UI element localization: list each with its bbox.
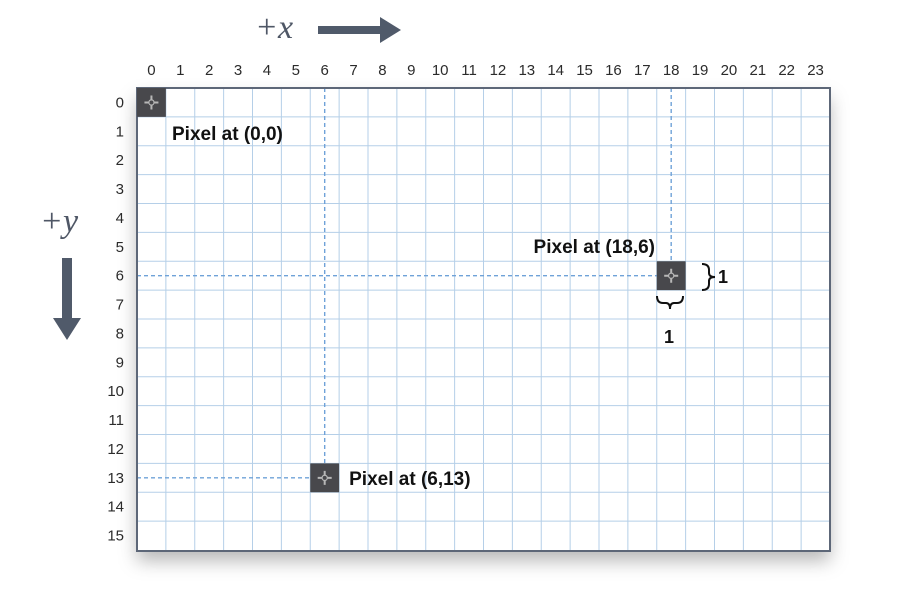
y-axis-title-group: +y: [40, 203, 81, 340]
pixel-marker: Pixel at (6,13): [310, 463, 471, 493]
width-brace-icon: [656, 295, 684, 310]
y-tick-label: 12: [107, 441, 124, 458]
x-tick-label: 10: [432, 62, 449, 79]
crosshair-center: [667, 272, 675, 279]
x-tick-label: 22: [778, 62, 795, 79]
x-tick-label: 18: [663, 62, 680, 79]
x-tick-label: 5: [292, 62, 300, 79]
pixel-label: Pixel at (6,13): [349, 469, 470, 490]
grid-border: [136, 87, 831, 552]
x-tick-label: 17: [634, 62, 651, 79]
x-axis-title: +x: [255, 9, 293, 46]
x-direction-arrow-icon: [318, 17, 401, 43]
x-tick-label: 9: [407, 62, 415, 79]
x-tick-label: 13: [518, 62, 535, 79]
x-tick-label: 8: [378, 62, 386, 79]
height-dimension-label: 1: [718, 267, 728, 287]
x-tick-label: 20: [721, 62, 738, 79]
guide-lines: [137, 88, 672, 479]
x-tick-label: 11: [461, 62, 477, 79]
x-tick-label: 2: [205, 62, 213, 79]
y-tick-label: 4: [116, 210, 124, 227]
x-tick-label: 3: [234, 62, 242, 79]
x-tick-label: 15: [576, 62, 593, 79]
pixel-size-annotation: 1 1: [656, 263, 728, 347]
crosshair-center: [321, 474, 328, 482]
y-tick-label: 11: [108, 412, 124, 429]
y-tick-label: 1: [116, 123, 124, 140]
x-tick-label: 7: [349, 62, 357, 79]
pixel-marker: Pixel at (0,0): [137, 88, 283, 145]
y-direction-arrow-icon: [53, 258, 81, 340]
x-tick-label: 19: [692, 62, 709, 79]
y-tick-label: 0: [116, 94, 124, 111]
x-tick-label: 23: [807, 62, 824, 79]
y-tick-label: 15: [107, 528, 124, 545]
x-tick-label: 4: [263, 62, 271, 79]
x-tick-label: 14: [547, 62, 564, 79]
x-tick-label: 16: [605, 62, 622, 79]
x-tick-label: 12: [490, 62, 507, 79]
pixel-markers: Pixel at (0,0) Pixel at (18,6) Pixel at (6…: [137, 88, 686, 493]
crosshair-center: [148, 99, 155, 106]
pixel-label: Pixel at (18,6): [534, 237, 655, 258]
grid-lines: [137, 88, 830, 550]
y-tick-label: 5: [116, 239, 124, 256]
y-tick-label: 7: [116, 297, 124, 314]
height-brace-icon: [701, 263, 716, 291]
y-tick-label: 8: [116, 325, 124, 342]
y-tick-label: 2: [116, 152, 124, 169]
y-tick-label: 9: [116, 354, 124, 371]
y-tick-label: 14: [107, 499, 124, 516]
pixel-label: Pixel at (0,0): [172, 124, 283, 145]
y-tick-label: 10: [107, 383, 124, 400]
x-tick-label: 0: [147, 62, 155, 79]
y-axis-title: +y: [40, 203, 79, 240]
x-axis-title-group: +x: [255, 9, 401, 46]
y-tick-label: 3: [116, 181, 124, 198]
x-tick-label: 21: [749, 62, 766, 79]
y-tick-label: 6: [116, 268, 124, 285]
pixel-marker: Pixel at (18,6): [534, 237, 686, 291]
x-tick-label: 1: [176, 62, 184, 79]
width-dimension-label: 1: [664, 327, 674, 347]
x-tick-label: 6: [321, 62, 329, 79]
y-tick-label: 13: [107, 470, 124, 487]
